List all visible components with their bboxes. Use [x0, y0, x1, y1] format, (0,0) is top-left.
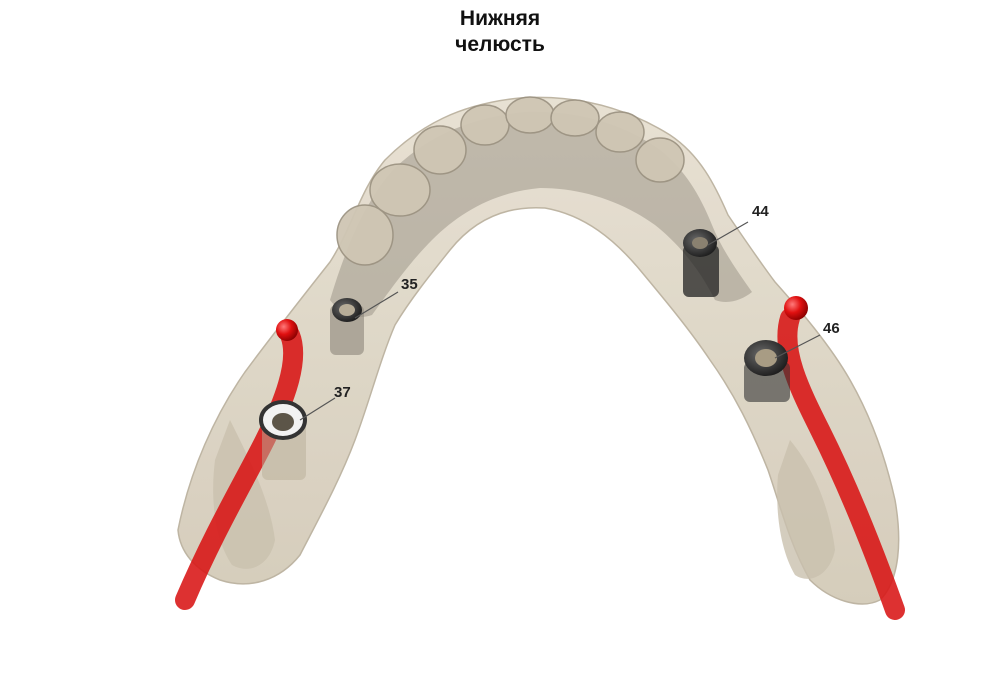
- nerve-marker-right-icon: [784, 296, 808, 320]
- figure-title: Нижняя челюсть: [0, 6, 1000, 58]
- nerve-canal-right: [777, 308, 905, 620]
- title-line-1: Нижняя: [459, 7, 541, 30]
- implant-label-37: 37: [334, 384, 351, 401]
- nerve-marker-left-icon: [276, 319, 298, 341]
- label-leaders: [299, 221, 821, 421]
- implant-37: [259, 400, 307, 480]
- implant-label-46: 46: [823, 320, 840, 337]
- implant-46: [744, 340, 790, 402]
- mandible-model: [177, 96, 900, 605]
- implant-44: [683, 229, 719, 297]
- title-line-2: челюсть: [455, 33, 545, 56]
- implant-label-44: 44: [752, 203, 769, 220]
- implant-35: [330, 298, 364, 355]
- implant-label-35: 35: [401, 276, 418, 293]
